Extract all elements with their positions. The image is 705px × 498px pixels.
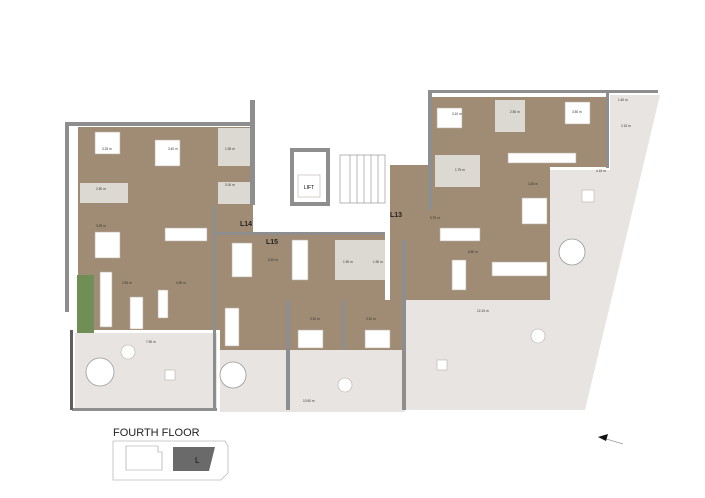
kitchen-island [129,296,144,330]
dimension-label: 2.15 m [621,124,631,128]
terrace-table [581,189,595,203]
dimension-label: 2.50 m [96,187,106,191]
bed [297,329,324,349]
dining-table [439,227,481,242]
dimension-label: 6.80 m [468,250,478,254]
bed [436,107,463,129]
dining-table [231,242,253,278]
sofa [157,289,169,319]
dimension-label: 2.00 m [225,183,235,187]
walls [65,90,658,411]
floor-title: FOURTH FLOOR [113,427,200,439]
dimension-label: 2.50 m [510,110,520,114]
terrace-l13 [405,95,660,410]
kitchen-island [491,261,548,277]
dimension-label: 1.95 m [225,147,235,151]
north-arrow-icon [598,434,624,445]
dimension-label: 3.25 m [102,147,112,151]
dimension-label: 1.75 m [455,168,465,172]
terrace-table [530,328,546,344]
lift-label: LIFT [304,185,314,191]
terrace-l15 [220,350,405,412]
unit-label-l15: L15 [266,239,278,246]
bed [521,197,548,225]
dimension-label: 1.90 m [343,260,353,264]
dimension-label: 5.75 m [430,216,440,220]
terrace-table [120,344,136,360]
dimension-label: 7.90 m [146,340,156,344]
sofa [451,259,467,291]
kitchen-counter [99,271,113,328]
apartment-l15 [220,235,405,350]
spiral-stair [219,361,247,389]
key-plan: L [112,440,229,481]
kitchen-island [291,239,309,281]
unit-label-l13: L13 [390,212,402,219]
dimension-label: 4.15 m [596,169,606,173]
dimension-label: 4.90 m [176,281,186,285]
lift-car [297,174,321,198]
terrace-table [337,377,353,393]
staircase [339,154,386,204]
railing [70,330,73,410]
dimension-label: 3.10 m [366,317,376,321]
unit-label-l14: L14 [240,221,252,228]
key-plan-highlight [173,447,215,471]
bed [94,231,121,259]
apartment-l13 [390,97,607,300]
dimension-label: 1.40 m [618,98,628,102]
dimension-labels: 3.25 m 3.40 m 1.95 m 2.00 m 2.50 m 3.25 … [96,98,631,403]
bed [154,139,181,167]
spiral-stair [558,238,586,266]
dimension-label: 3.25 m [96,224,106,228]
planter [77,275,94,333]
wardrobes [507,152,577,164]
dimension-label: 2.50 m [122,281,132,285]
dimension-label: 10.90 m [303,399,315,403]
dimension-label: 12.15 m [477,309,489,313]
bed [564,101,591,125]
dimension-label: 6.10 m [268,258,278,262]
terrace-table [436,359,448,371]
dimension-label: 3.40 m [168,147,178,151]
dimension-label: 3.10 m [452,112,462,116]
dimension-label: 3.10 m [310,317,320,321]
dimension-label: 3.50 m [572,110,582,114]
spiral-stair [85,357,115,387]
dimension-label: 1.90 m [373,260,383,264]
dimension-label: 3.25 m [528,182,538,186]
dining-table [164,227,208,242]
sofa [224,307,240,347]
bed [94,131,121,155]
bed [364,329,391,349]
terrace-table [164,369,176,381]
key-plan-label: L [195,456,200,465]
